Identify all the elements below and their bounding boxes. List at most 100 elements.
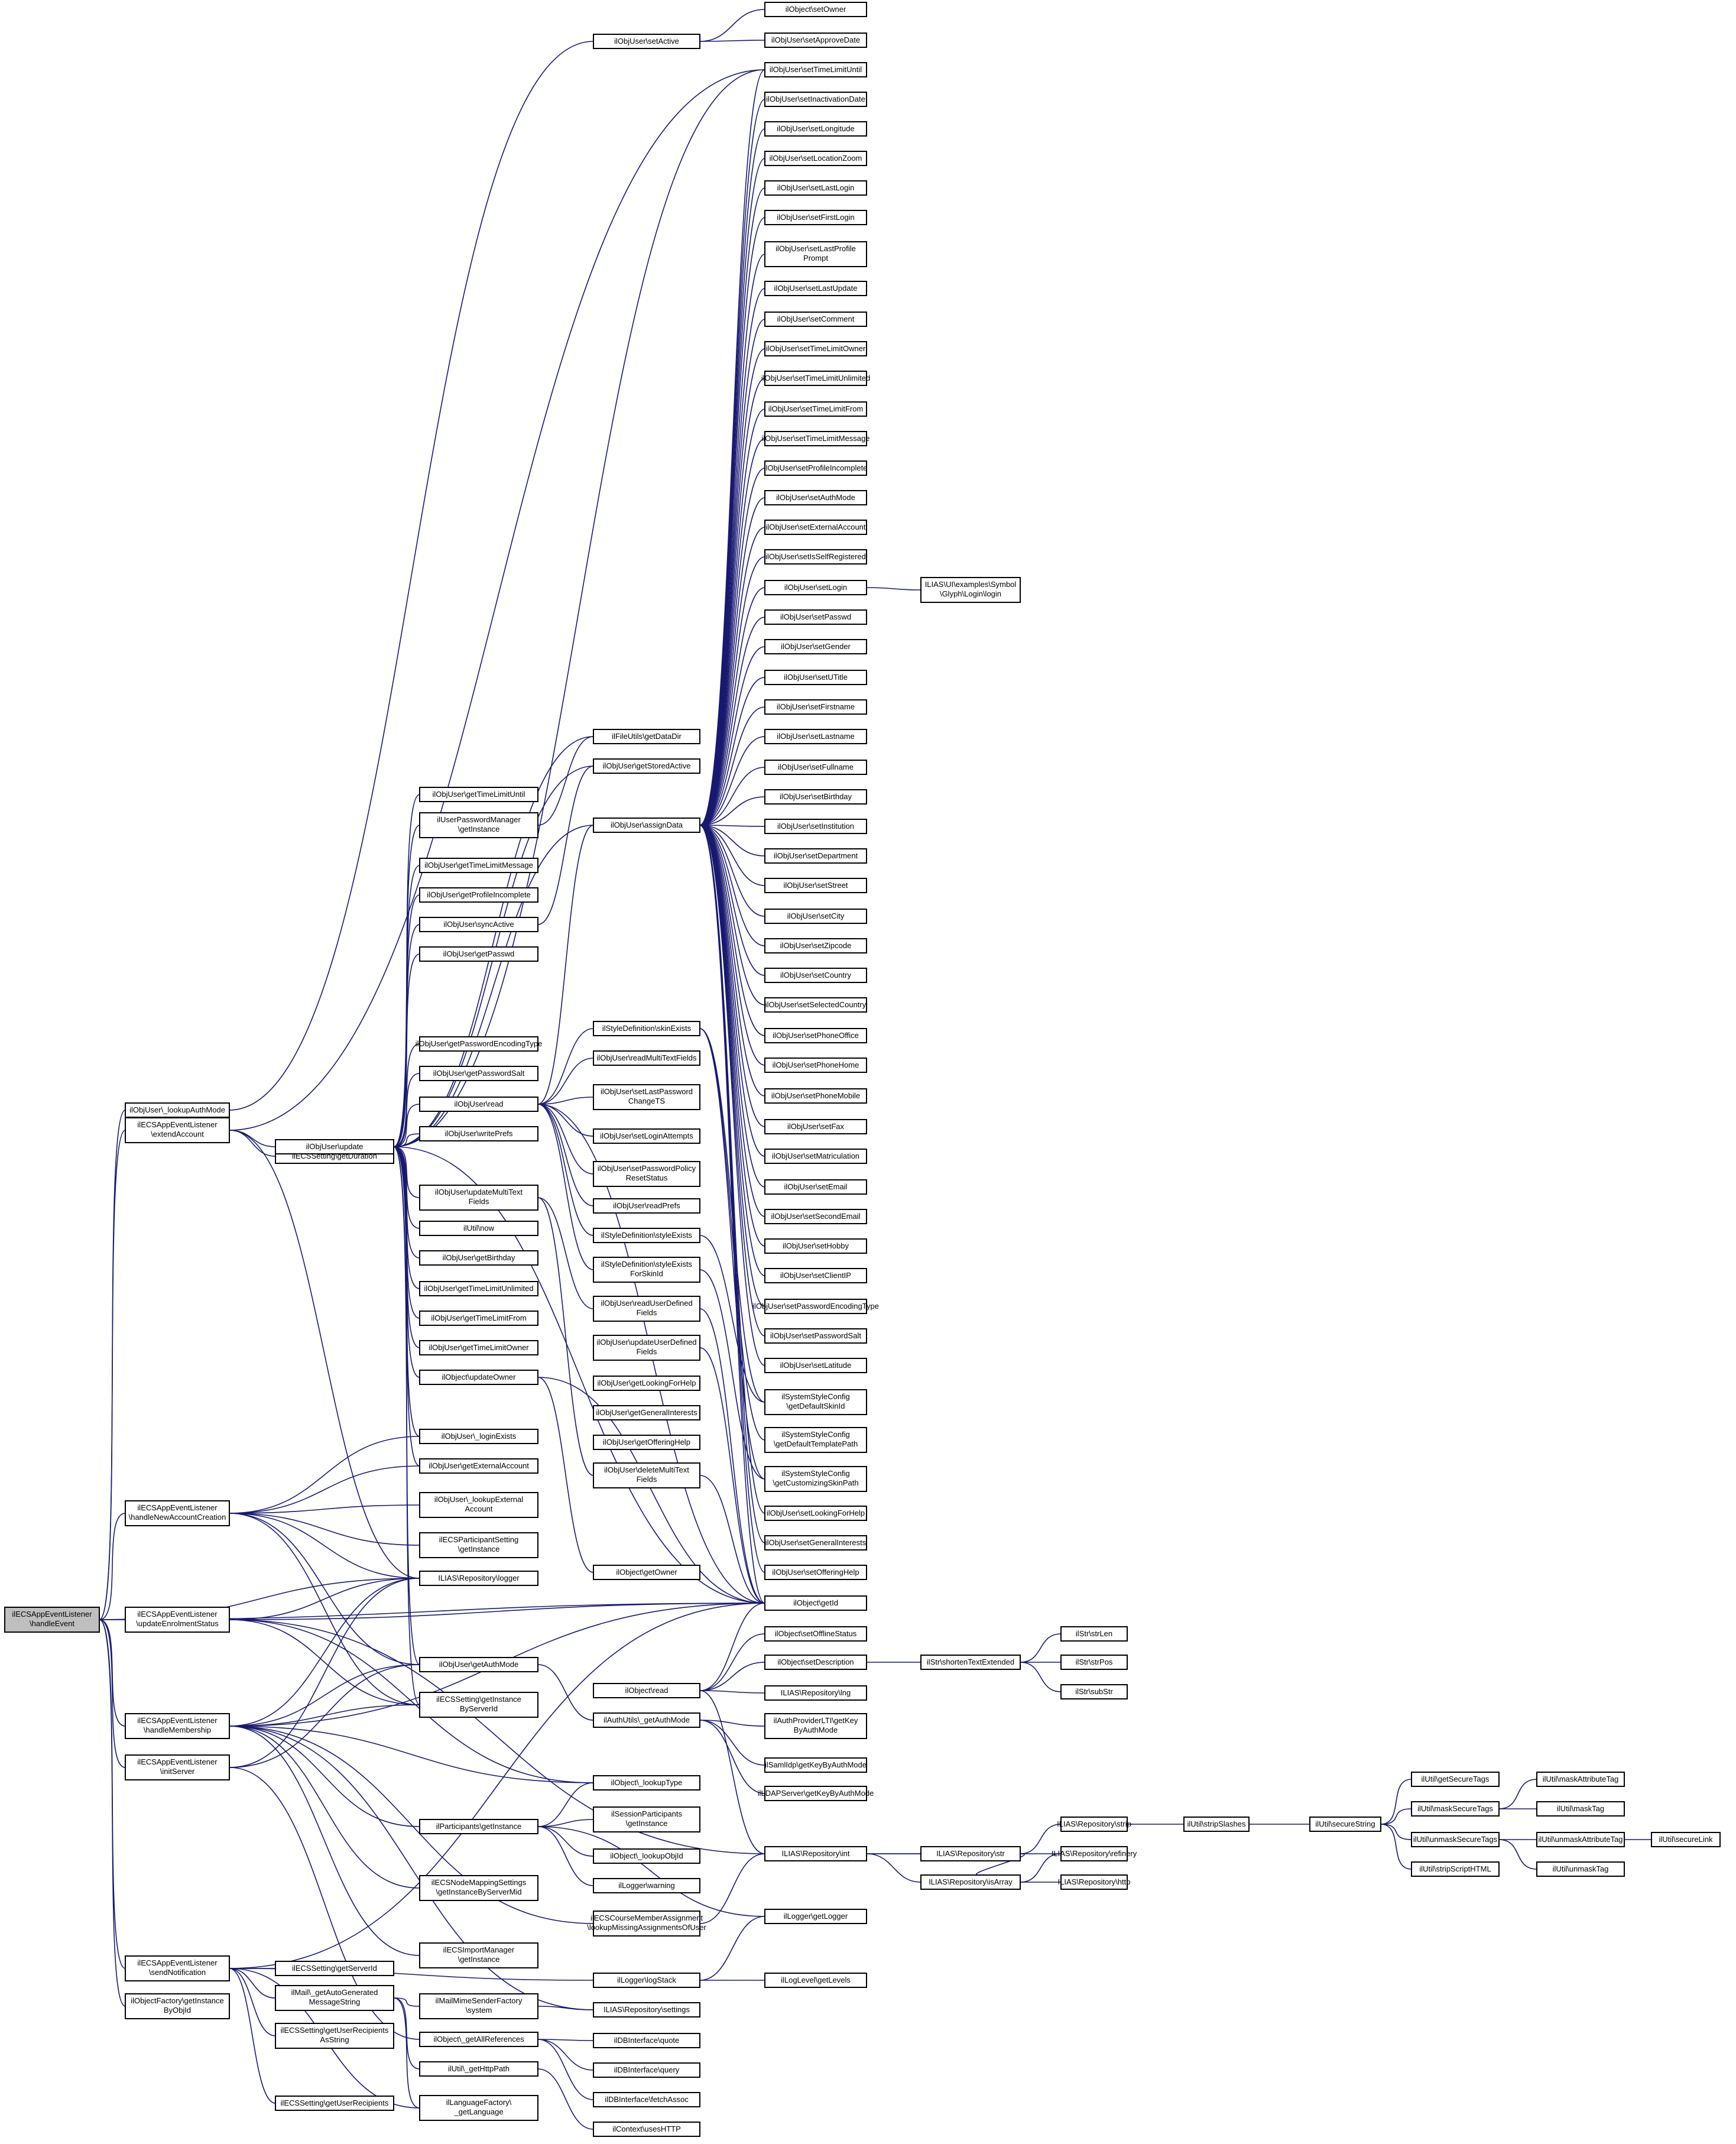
graph-node[interactable]: ilParticipants\getInstance: [419, 1819, 538, 1834]
graph-node[interactable]: ilObjUser\setFirstname: [764, 699, 867, 715]
graph-node[interactable]: ilObjUser\setLastLogin: [764, 180, 867, 196]
graph-node[interactable]: ilObjUser\setLookingForHelp: [764, 1506, 867, 1521]
graph-node[interactable]: ilSystemStyleConfig\getCustomizingSkinPa…: [764, 1466, 867, 1492]
graph-node[interactable]: ilObjUser\setLogin: [764, 580, 867, 595]
graph-node[interactable]: ilLogger\logStack: [593, 1973, 700, 1988]
graph-node[interactable]: ilObjUser\getTimeLimitMessage: [419, 858, 538, 873]
graph-node[interactable]: ilObjUser\setCity: [764, 909, 867, 924]
graph-node[interactable]: ilECSAppEventListener\handleEvent: [4, 1607, 100, 1633]
graph-node[interactable]: ilObjUser\getStoredActive: [593, 758, 700, 774]
graph-node[interactable]: ilECSSetting\getUserRecipients: [275, 2096, 394, 2111]
graph-node[interactable]: ilObjUser\getOfferingHelp: [593, 1435, 700, 1450]
graph-node[interactable]: ilStr\strLen: [1060, 1626, 1128, 1642]
graph-node[interactable]: ilECSAppEventListener\initServer: [125, 1754, 230, 1780]
graph-node[interactable]: ilObjUser\setTimeLimitMessage: [761, 431, 870, 446]
graph-node[interactable]: ilObject\setOwner: [764, 2, 867, 17]
graph-node[interactable]: ilAuthUtils\_getAuthMode: [593, 1712, 700, 1728]
graph-node[interactable]: ilObject\_lookupObjId: [593, 1848, 700, 1864]
graph-node[interactable]: ilStyleDefinition\skinExists: [593, 1021, 700, 1036]
graph-node[interactable]: ilObjUser\_lookupAuthMode: [125, 1102, 230, 1118]
graph-node[interactable]: ilObjUser\getTimeLimitFrom: [419, 1311, 538, 1326]
graph-node[interactable]: ilObjUser\setApproveDate: [764, 33, 867, 48]
graph-node[interactable]: ilObjUser\setPasswordEncodingType: [752, 1299, 879, 1314]
graph-node[interactable]: ilUtil\now: [419, 1221, 538, 1236]
graph-node[interactable]: ilObjUser\setLatitude: [764, 1358, 867, 1373]
graph-node[interactable]: ilObjUser\readMultiTextFields: [593, 1050, 700, 1066]
graph-node[interactable]: ILIAS\Repository\refinery: [1052, 1846, 1137, 1861]
graph-node[interactable]: ilECSNodeMappingSettings\getInstanceBySe…: [419, 1875, 538, 1901]
graph-node[interactable]: ilStyleDefinition\styleExists: [593, 1228, 700, 1243]
graph-node[interactable]: ilObject\read: [593, 1683, 700, 1698]
graph-node[interactable]: ilObjUser\setPhoneOffice: [764, 1028, 867, 1043]
graph-node[interactable]: ilObject\setDescription: [764, 1655, 867, 1670]
graph-node[interactable]: ilObjUser\setLongitude: [764, 121, 867, 137]
graph-node[interactable]: ilStr\strPos: [1060, 1655, 1128, 1670]
graph-node[interactable]: ilFileUtils\getDataDir: [593, 729, 700, 744]
graph-node[interactable]: ilUtil\secureLink: [1651, 1832, 1721, 1847]
graph-node[interactable]: ilObject\getOwner: [593, 1565, 700, 1580]
graph-node[interactable]: ilObjUser\getPasswordSalt: [419, 1066, 538, 1081]
graph-node[interactable]: ilSystemStyleConfig\getDefaultTemplatePa…: [764, 1427, 867, 1453]
graph-node[interactable]: ilAuthProviderLTI\getKeyByAuthMode: [764, 1713, 867, 1739]
graph-node[interactable]: ilObjUser\setCountry: [764, 968, 867, 983]
graph-node[interactable]: ilECSAppEventListener\handleMembership: [125, 1713, 230, 1739]
graph-node[interactable]: ilObjUser\getTimeLimitUnlimited: [419, 1281, 538, 1296]
graph-node[interactable]: ilObjUser\getBirthday: [419, 1250, 538, 1266]
graph-node[interactable]: ilObjUser\read: [419, 1097, 538, 1112]
graph-node[interactable]: ilObjUser\setLastname: [764, 729, 867, 744]
graph-node[interactable]: ilObjUser\setInstitution: [764, 819, 867, 834]
graph-node[interactable]: ilObjUser\getTimeLimitUntil: [419, 787, 538, 802]
graph-node[interactable]: ILIAS\Repository\int: [764, 1846, 867, 1861]
graph-node[interactable]: ilObjUser\setPasswordSalt: [764, 1328, 867, 1344]
graph-node[interactable]: ilObjUser\setTimeLimitFrom: [764, 401, 867, 417]
graph-node[interactable]: ilObjUser\setMatriculation: [764, 1149, 867, 1164]
graph-node[interactable]: ILIAS\UI\examples\Symbol\Glyph\Login\log…: [920, 577, 1021, 603]
graph-node[interactable]: ilObjUser\setIsSelfRegistered: [764, 549, 867, 565]
graph-node[interactable]: ilObjUser\setUTitle: [764, 670, 867, 685]
graph-node[interactable]: ilUtil\maskTag: [1536, 1801, 1625, 1817]
graph-node[interactable]: ilObjUser\setEmail: [764, 1179, 867, 1195]
graph-node[interactable]: ilUserPasswordManager\getInstance: [419, 812, 538, 838]
graph-node[interactable]: ilECSAppEventListener\extendAccount: [125, 1117, 230, 1143]
graph-node[interactable]: ilUtil\unmaskAttributeTag: [1536, 1832, 1625, 1847]
graph-node[interactable]: ilObjUser\setTimeLimitUntil: [764, 62, 867, 77]
graph-node[interactable]: ilStr\subStr: [1060, 1684, 1128, 1699]
graph-node[interactable]: ilObjUser\setFax: [764, 1119, 867, 1134]
graph-node[interactable]: ilDBInterface\quote: [593, 2033, 700, 2048]
graph-node[interactable]: ilUtil\secureString: [1309, 1817, 1381, 1832]
graph-node[interactable]: ilUtil\stripScriptHTML: [1411, 1861, 1500, 1877]
graph-node[interactable]: ilObjUser\setPhoneHome: [764, 1058, 867, 1073]
graph-node[interactable]: ilLogger\getLogger: [764, 1909, 867, 1924]
graph-node[interactable]: ILIAS\Repository\isArray: [920, 1874, 1021, 1890]
graph-node[interactable]: ilObjUser\setInactivationDate: [764, 92, 867, 107]
graph-node[interactable]: ilObject\getId: [764, 1595, 867, 1611]
graph-node[interactable]: ilObjUser\setStreet: [764, 878, 867, 893]
graph-node[interactable]: ilObjUser\setTimeLimitOwner: [764, 341, 867, 356]
graph-node[interactable]: ilObjUser\setDepartment: [764, 848, 867, 864]
graph-node[interactable]: ilObjUser\_loginExists: [419, 1429, 538, 1444]
graph-node[interactable]: ILIAS\Repository\str: [920, 1846, 1021, 1861]
graph-node[interactable]: ilObjUser\setPasswd: [764, 609, 867, 625]
graph-node[interactable]: ILIAS\Repository\settings: [593, 2002, 700, 2017]
graph-node[interactable]: ilObjUser\setSecondEmail: [764, 1209, 867, 1224]
graph-node[interactable]: ilSamlIdp\getKeyByAuthMode: [764, 1757, 867, 1773]
graph-node[interactable]: ilObjUser\getPasswd: [419, 946, 538, 962]
graph-node[interactable]: ilObjUser\setPhoneMobile: [764, 1088, 867, 1104]
graph-node[interactable]: ILIAS\Repository\http: [1058, 1874, 1131, 1890]
graph-node[interactable]: ilObjUser\setFirstLogin: [764, 210, 867, 225]
graph-node[interactable]: ilObjUser\setClientIP: [764, 1268, 867, 1283]
graph-node[interactable]: ilLanguageFactory\_getLanguage: [419, 2095, 538, 2121]
graph-node[interactable]: ilECSSetting\getServerId: [275, 1961, 394, 1976]
graph-node[interactable]: ilObjUser\setGeneralInterests: [764, 1535, 867, 1551]
graph-node[interactable]: ilObjUser\setAuthMode: [764, 490, 867, 505]
graph-node[interactable]: ilObjUser\readPrefs: [593, 1198, 700, 1214]
